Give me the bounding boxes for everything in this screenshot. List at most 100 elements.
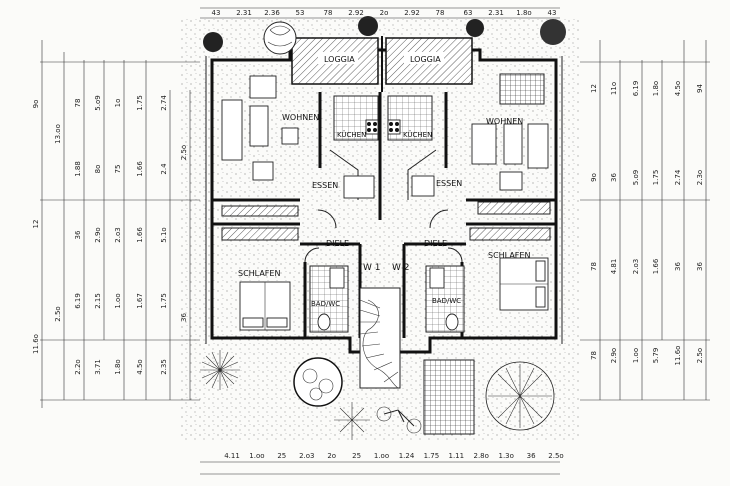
dimension-label: 2o	[380, 9, 389, 17]
dimension-label: 5.o9	[632, 170, 640, 185]
dimension-label: 43	[212, 9, 221, 17]
shrub-top-center	[358, 16, 378, 36]
dimension-label: 1.oo	[374, 452, 389, 460]
label-w1: W 1	[363, 263, 381, 273]
tree-bottom-right	[485, 361, 555, 431]
dimension-label: 1.88	[74, 161, 82, 177]
dimension-label: 6.19	[74, 293, 82, 309]
dimension-label: 63	[464, 9, 473, 17]
label-diele-right: DIELE	[424, 239, 447, 248]
dimension-label: 25	[352, 452, 361, 460]
dimension-label: 1.3o	[498, 452, 513, 460]
dimension-label: 25	[277, 452, 286, 460]
dimension-label: 1.75	[652, 170, 660, 186]
dimension-label: 4.5o	[136, 359, 144, 374]
bathroom-right	[425, 265, 465, 333]
dimension-label: 4.81	[610, 259, 618, 275]
label-kuechen-left: KÜCHEN	[337, 130, 366, 139]
dimension-label: 8o	[94, 165, 102, 174]
shrub-top-left	[203, 32, 223, 52]
label-loggia-right: LOGGIA	[410, 55, 441, 64]
dimension-label: 13.oo	[54, 124, 62, 144]
dimension-label: 36	[180, 313, 188, 322]
dimension-label: 2.o3	[632, 259, 640, 274]
dimension-label: 1.oo	[249, 452, 264, 460]
dimension-label: 78	[590, 351, 598, 360]
tree-top-left	[263, 21, 297, 55]
dimension-label: 4.11	[224, 452, 240, 460]
label-kuechen-right: KÜCHEN	[403, 130, 432, 139]
dimension-label: 1.75	[160, 293, 168, 309]
label-bad-right: BAD/WC	[432, 297, 461, 305]
dimension-label: 2.36	[264, 9, 280, 17]
interior-walls	[212, 92, 556, 338]
dimension-label: 2.2o	[74, 359, 82, 374]
dimension-label: 6.19	[632, 81, 640, 97]
label-schlafen-left: SCHLAFEN	[238, 269, 280, 278]
dimension-label: 11.6o	[674, 346, 682, 366]
dimension-label: 78	[590, 262, 598, 271]
dimension-label: 1.8o	[516, 9, 531, 17]
dimension-label: 2.5o	[696, 348, 704, 363]
dimension-label: 12	[32, 220, 40, 229]
dimension-label: 2.3o	[696, 170, 704, 185]
label-essen-right: ESSEN	[436, 179, 462, 188]
dimension-label: 1.75	[136, 95, 144, 111]
dimension-label: 1.8o	[652, 81, 660, 96]
dimension-label: 3.71	[94, 359, 102, 375]
dimension-label: 78	[436, 9, 445, 17]
dimension-label: 36	[696, 262, 704, 271]
staircase	[359, 287, 401, 389]
dimension-label: 78	[324, 9, 333, 17]
dimension-label: 2.5o	[548, 452, 563, 460]
dimension-label: 2.o3	[114, 227, 122, 242]
dimension-label: 1.oo	[632, 348, 640, 363]
dimension-label: 2.8o	[473, 452, 488, 460]
label-essen-left: ESSEN	[312, 181, 338, 190]
shrub-top-right	[466, 19, 484, 37]
dimension-label: 2.92	[404, 9, 420, 17]
dimension-label: 9o	[32, 100, 40, 109]
dimension-label: 1.66	[652, 258, 660, 274]
label-wohnen-right: WOHNEN	[486, 117, 523, 126]
dimension-label: 53	[296, 9, 305, 17]
bicycle	[376, 406, 422, 434]
label-w2: W 2	[392, 263, 410, 273]
tree-bottom-center	[293, 357, 343, 407]
dimensions-left-inner: 781.88366.192.2o5.o98o2.9o2.153.711o752.…	[74, 95, 188, 375]
dimension-label: 2.31	[488, 9, 504, 17]
bathroom-left	[309, 265, 349, 333]
living-furniture-left	[221, 75, 375, 199]
dimension-label: 2.o3	[299, 452, 314, 460]
dimension-label: 5.79	[652, 348, 660, 364]
shelf-right	[477, 201, 551, 215]
living-furniture-right	[411, 73, 549, 197]
dimension-label: 75	[114, 165, 122, 174]
dimension-label: 9o	[590, 173, 598, 182]
tree-bottom-left-spiky	[200, 350, 240, 390]
dimension-label: 2.9o	[94, 227, 102, 242]
dimension-label: 2.4	[160, 163, 168, 175]
paved-path	[423, 359, 475, 435]
dimension-label: 1.24	[399, 452, 415, 460]
dimension-label: 12	[590, 84, 598, 93]
dimension-label: 2.35	[160, 359, 168, 375]
dimension-label: 2.74	[160, 95, 168, 111]
dimension-label: 36	[74, 230, 82, 239]
tree-bottom-spiky	[334, 402, 370, 440]
shelf-left	[221, 205, 299, 217]
dimension-label: 36	[610, 173, 618, 182]
dimension-label: 4.5o	[674, 81, 682, 96]
dimension-label: 2.5o	[54, 306, 62, 321]
label-diele-left: DIELE	[326, 239, 349, 248]
dimension-label: 2.31	[236, 9, 252, 17]
dimension-lines	[40, 7, 710, 475]
loggia-block	[291, 36, 473, 92]
wardrobe-right	[469, 227, 551, 241]
dimension-label: 36	[674, 262, 682, 271]
dimension-label: 2.92	[348, 9, 364, 17]
bed-right	[499, 257, 549, 311]
dimension-label: 2.5o	[180, 145, 188, 160]
